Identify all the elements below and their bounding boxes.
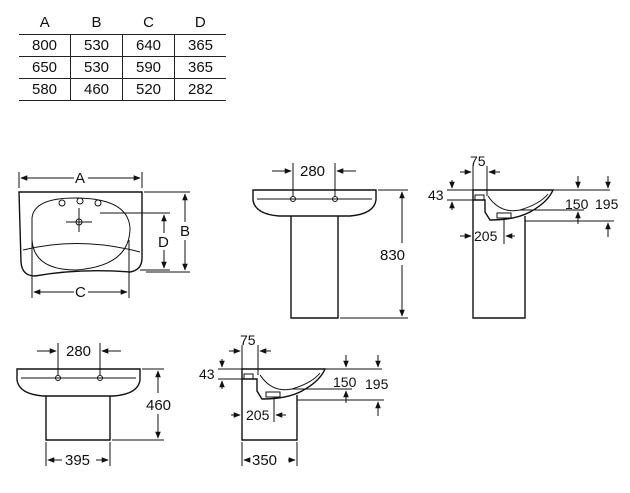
- pedestal-outline: [290, 216, 339, 319]
- basin-bowl-outline: [31, 197, 131, 271]
- basin-front-outline: [16, 368, 141, 397]
- dimension-label-280: 280: [300, 163, 325, 180]
- table-cell: 580: [19, 78, 71, 101]
- table-cell: 282: [174, 78, 226, 101]
- table-cell: 800: [19, 34, 71, 57]
- dimension-label-350: 350: [252, 452, 277, 469]
- table-header-cell: B: [91, 13, 102, 31]
- semi-pedestal-front-view: 280 460 395: [16, 343, 171, 469]
- basin-rim-curve: [22, 242, 141, 253]
- dimension-label-395: 395: [65, 452, 90, 469]
- dimension-label-280: 280: [66, 343, 91, 360]
- dimension-label-75: 75: [470, 153, 486, 169]
- dimension-label-c: C: [75, 284, 86, 301]
- pedestal-side-view: 75 43 150 195 205: [428, 153, 619, 319]
- table-row: 650 530 590 365: [19, 56, 226, 79]
- dimension-label-75: 75: [240, 332, 256, 348]
- dimension-label-43: 43: [199, 366, 215, 382]
- pedestal-side-outline: [472, 200, 526, 319]
- table-cell: 650: [19, 56, 71, 79]
- dimension-label-205: 205: [246, 407, 270, 423]
- tap-hole-icon: [76, 197, 84, 205]
- dimension-label-b: B: [180, 223, 190, 240]
- tap-hole-icon: [55, 375, 61, 381]
- table-cell: 460: [70, 78, 123, 101]
- table-cell: 530: [70, 56, 123, 79]
- top-view: A B D C: [18, 170, 190, 301]
- semi-pedestal-side-outline: [241, 379, 298, 441]
- dimension-label-460: 460: [146, 397, 171, 414]
- table-cell: 520: [122, 78, 175, 101]
- pedestal-front-view: 280 830: [252, 163, 408, 319]
- semi-pedestal-side-view: 75 43 150 195 205 350: [199, 332, 389, 469]
- table-header-cell: A: [39, 13, 50, 31]
- semi-pedestal-outline: [45, 396, 111, 441]
- tap-hole-icon: [332, 196, 338, 202]
- tap-hole-icon: [97, 375, 103, 381]
- basin-side-outline: [472, 189, 555, 221]
- table-row: 800 530 640 365: [19, 34, 226, 57]
- dimension-label-a: A: [75, 170, 85, 187]
- tap-hole-icon: [58, 199, 66, 207]
- dimension-label-830: 830: [380, 247, 405, 264]
- table-cell: 590: [122, 56, 175, 79]
- basin-side-outline: [241, 368, 327, 400]
- table-header-cell: C: [143, 13, 154, 31]
- tap-hole-icon: [94, 199, 102, 207]
- table-header-cell: D: [194, 13, 206, 31]
- basin-front-outline: [252, 189, 377, 217]
- table-cell: 365: [174, 34, 226, 57]
- table-header-row: A B C D: [19, 10, 226, 35]
- dimension-label-195: 195: [595, 196, 619, 212]
- basin-plan-outline: [18, 191, 143, 277]
- table-cell: 530: [70, 34, 123, 57]
- dimension-label-150: 150: [333, 374, 357, 390]
- table-cell: 640: [122, 34, 175, 57]
- dimension-label-d: D: [158, 234, 169, 251]
- table-row: 580 460 520 282: [19, 78, 226, 101]
- dimension-label-205: 205: [474, 228, 498, 244]
- dimension-label-150: 150: [565, 196, 589, 212]
- dimension-label-43: 43: [428, 187, 444, 203]
- dimension-table: A B C D 800 530 640 365 650 530 590 365 …: [19, 10, 226, 101]
- table-cell: 365: [174, 56, 226, 79]
- dimension-label-195: 195: [365, 376, 389, 392]
- tap-hole-icon: [290, 196, 296, 202]
